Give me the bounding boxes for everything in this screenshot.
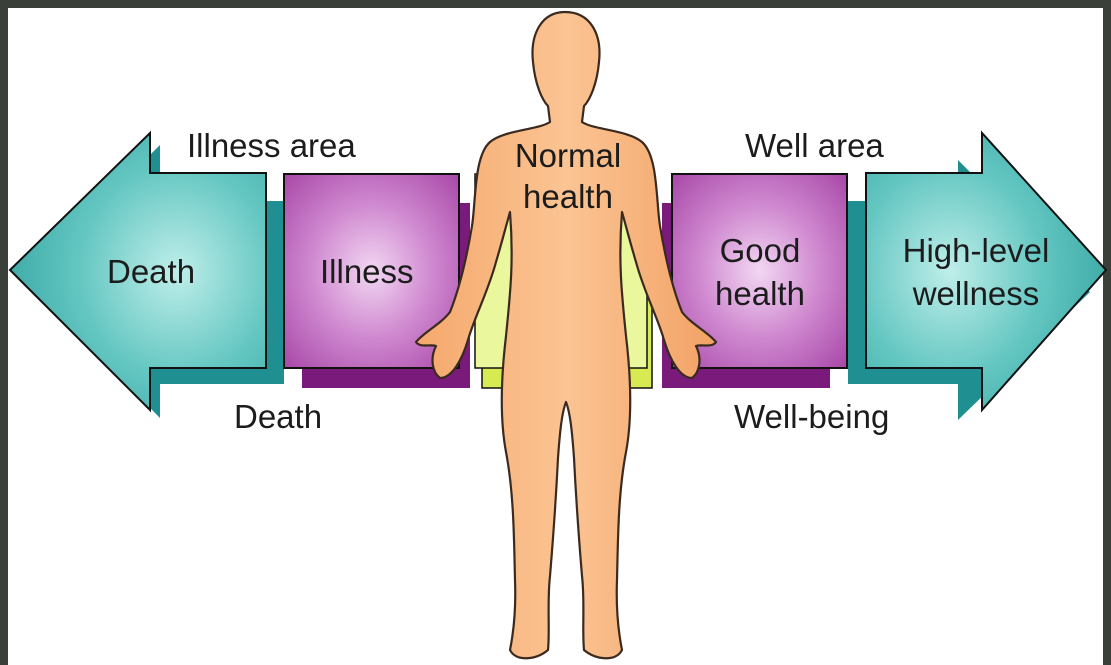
good-health-label-line2: health	[715, 275, 805, 312]
high-level-wellness-label-line2: wellness	[912, 275, 1040, 312]
normal-health-label-line1: Normal	[515, 137, 621, 174]
well-area-label: Well area	[745, 127, 884, 164]
illness-label: Illness	[320, 253, 414, 290]
death-footer-label: Death	[234, 398, 322, 435]
good-health-label-line1: Good	[720, 232, 801, 269]
normal-health-label-line2: health	[523, 178, 613, 215]
high-level-wellness-label-line1: High-level	[903, 232, 1050, 269]
illness-area-label: Illness area	[187, 127, 356, 164]
death-arrow-label: Death	[107, 253, 195, 290]
well-being-label: Well-being	[734, 398, 889, 435]
